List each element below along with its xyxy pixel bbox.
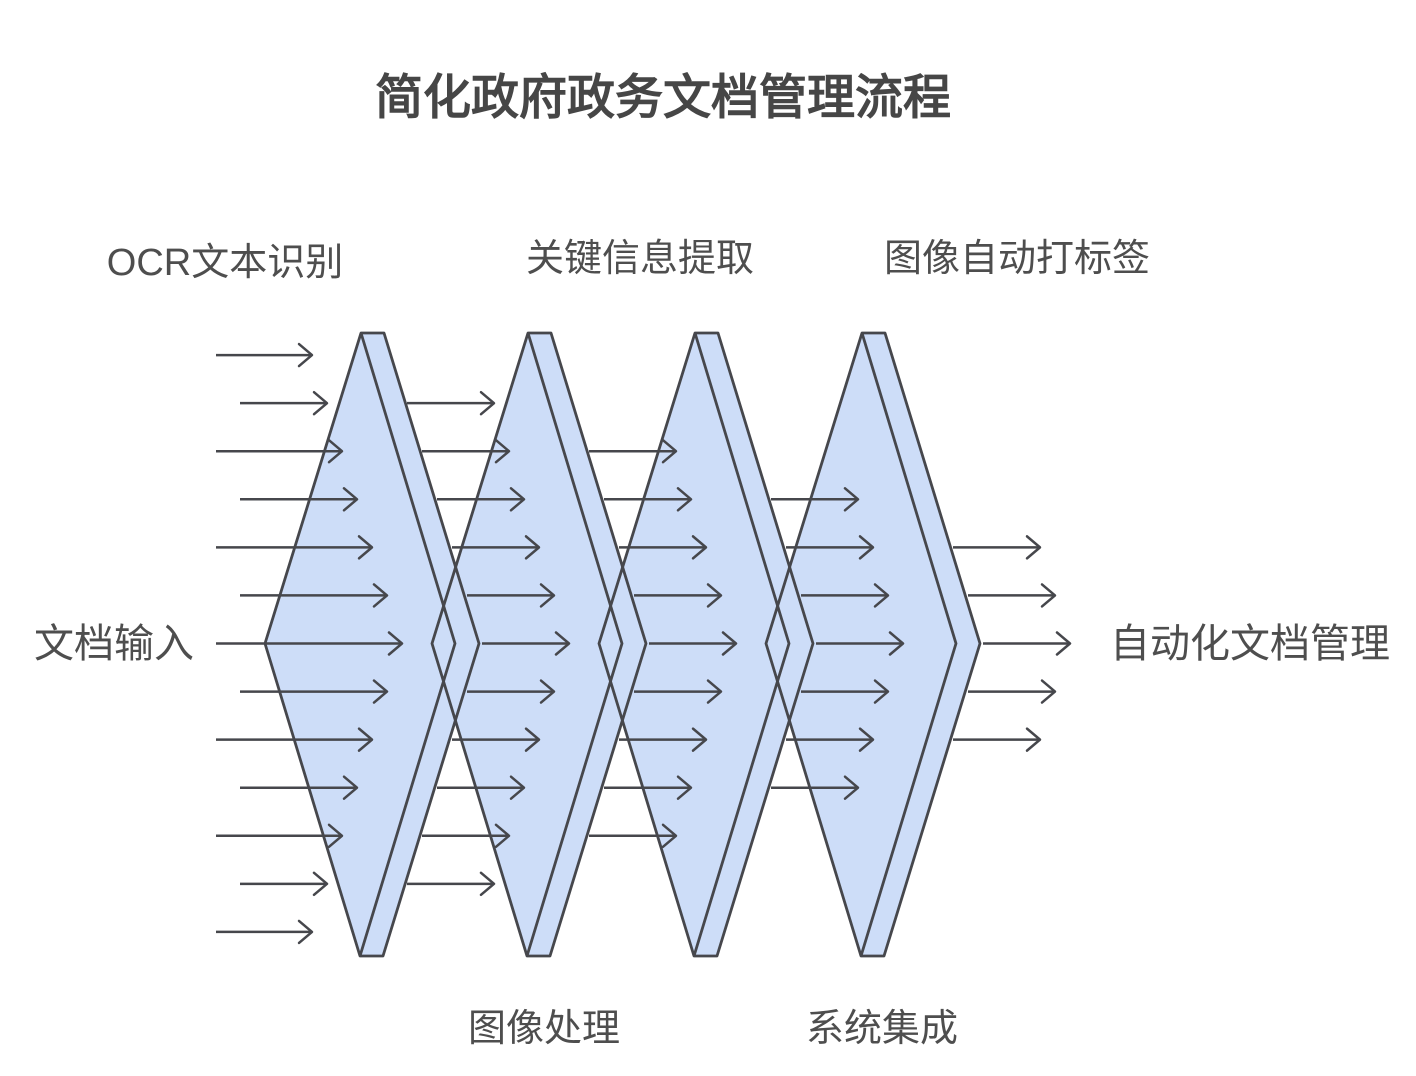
output-label: 自动化文档管理 xyxy=(1110,622,1390,666)
filter-inner-edge-1 xyxy=(358,332,457,957)
stage-label-system-integration: 系统集成 xyxy=(806,1008,958,1050)
stage-label-key-info: 关键信息提取 xyxy=(526,238,754,280)
stage-label-image-processing: 图像处理 xyxy=(468,1008,620,1050)
input-label: 文档输入 xyxy=(34,622,194,666)
flow-arrows xyxy=(216,342,1072,945)
stage-label-ocr: OCR文本识别 xyxy=(107,242,343,284)
filter-inner-edge-2 xyxy=(525,332,624,957)
filter-inner-edge-3 xyxy=(692,332,791,957)
stage-label-auto-tagging: 图像自动打标签 xyxy=(884,238,1150,280)
diagram-title: 简化政府政务文档管理流程 xyxy=(375,72,951,125)
filter-outlines xyxy=(263,331,982,958)
shapes-layer xyxy=(216,331,1072,958)
filter-inner-edge-4 xyxy=(859,332,958,957)
